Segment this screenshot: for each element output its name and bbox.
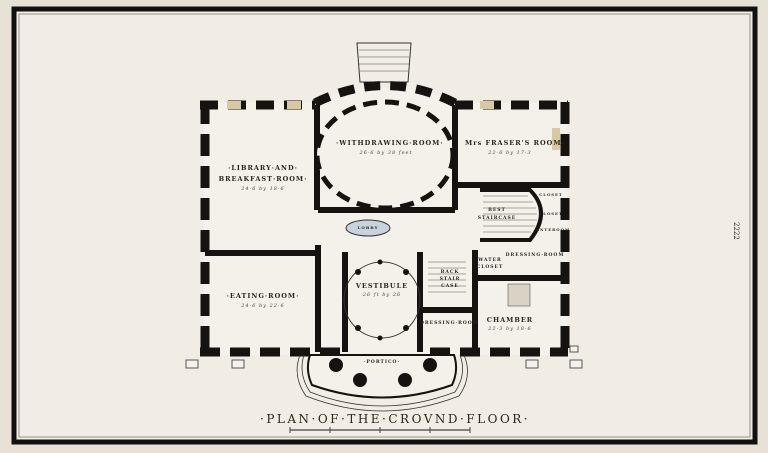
inner-border <box>18 13 751 438</box>
library-label-2: BREAKFAST·ROOM· <box>218 175 308 183</box>
chamber-dims: 22·3 by 18·6 <box>488 326 532 332</box>
building-plan <box>200 81 570 357</box>
back-stair-label-2: STAIR <box>439 277 461 282</box>
chamber-label: CHAMBER <box>486 316 534 324</box>
back-stair-label-3: CASE <box>441 284 459 289</box>
eating-room-label: ·EATING·ROOM· <box>226 292 300 300</box>
eating-room-dims: 24·6 by 22·6 <box>241 303 285 309</box>
plan-title: ·PLAN·OF·THE·CROVND·FLOOR· <box>260 412 531 426</box>
library-dims: 24·6 by 18·6 <box>241 186 285 192</box>
library-label-1: ·LIBRARY·AND· <box>228 164 298 172</box>
vestibule-dims: 26 ft by 26 <box>362 292 402 298</box>
plinths <box>185 345 583 369</box>
withdrawing-room-dims: 26·6 by 38 feet <box>359 150 413 156</box>
best-staircase-label-1: BEST <box>488 208 506 213</box>
scale-bar <box>289 427 471 433</box>
water-closet-label-1: WATER <box>478 258 502 263</box>
rear-steps <box>356 42 412 83</box>
dressing-room-label: DRESSING·ROOM <box>505 253 565 258</box>
back-stair-label-1: BACK <box>440 270 460 275</box>
withdrawing-room-label: ·WITHDRAWING·ROOM· <box>336 139 444 147</box>
closet-2-label: CLOSET <box>539 211 563 216</box>
portico <box>296 354 468 412</box>
mrs-fraser-room-dims: 22·6 by 17·3 <box>488 150 532 156</box>
anteroom-label: ANTEROOM <box>536 227 571 232</box>
vestibule-label: VESTIBULE <box>355 282 409 290</box>
dressing-room-2-label: DRESSING·ROOM <box>420 321 479 326</box>
portico-label: ·PORTICO· <box>363 360 401 365</box>
mrs-fraser-room-label: Mrs FRASER'S ROOM· <box>465 139 565 147</box>
water-closet-label-2: CLOSET <box>476 265 504 270</box>
catalog-mark: 2222 <box>732 222 740 240</box>
lobby-label: LOBBY <box>357 225 379 230</box>
best-staircase-label-2: STAIRCASE <box>477 216 517 221</box>
closet-label: CLOSET <box>539 192 563 197</box>
